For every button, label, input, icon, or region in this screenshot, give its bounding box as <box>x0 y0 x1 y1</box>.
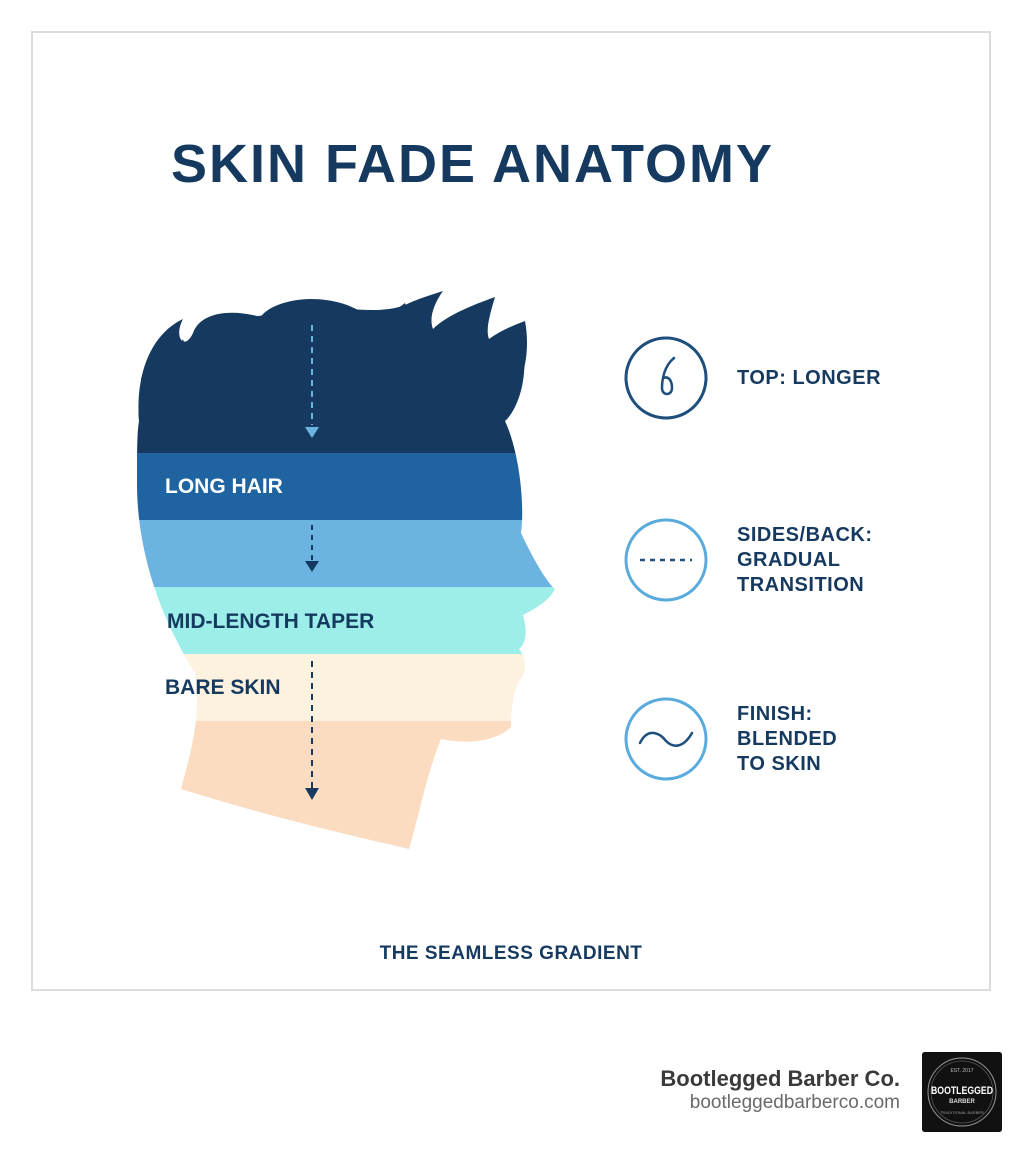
page-title: SKIN FADE ANATOMY <box>171 134 775 194</box>
svg-text:EST. 2017: EST. 2017 <box>950 1068 973 1074</box>
hair-spikes <box>138 291 528 425</box>
svg-text:TRADITIONAL BARBER: TRADITIONAL BARBER <box>940 1110 984 1115</box>
legend-sides: SIDES/BACK: GRADUAL TRANSITION <box>624 518 873 602</box>
legend-top-text: TOP: LONGER <box>737 366 882 389</box>
label-long-hair: LONG HAIR <box>165 475 283 498</box>
brand-logo: EST. 2017 BOOTLEGGED BARBER TRADITIONAL … <box>922 1052 1002 1132</box>
hair-strand-icon <box>624 336 708 420</box>
head-fade-diagram: LONG HAIR MID-LENGTH TAPER BARE SKIN <box>137 291 555 849</box>
legend-top: TOP: LONGER <box>624 336 881 420</box>
wave-icon <box>624 697 708 781</box>
svg-text:BOOTLEGGED: BOOTLEGGED <box>931 1085 993 1097</box>
arrow-bottom-head <box>305 788 319 800</box>
label-mid-length-taper: MID-LENGTH TAPER <box>167 610 374 633</box>
dashed-line-icon <box>624 518 708 602</box>
legend-finish: FINISH: BLENDED TO SKIN <box>624 697 837 781</box>
label-bare-skin: BARE SKIN <box>165 676 281 699</box>
arrow-mid-head <box>305 561 319 572</box>
brand-url[interactable]: bootleggedbarberco.com <box>689 1092 900 1113</box>
caption: THE SEAMLESS GRADIENT <box>379 943 643 964</box>
brand-block: Bootlegged Barber Co. bootleggedbarberco… <box>660 1066 900 1114</box>
brand-name: Bootlegged Barber Co. <box>660 1066 900 1091</box>
legend-sides-text: SIDES/BACK: GRADUAL TRANSITION <box>737 523 873 596</box>
svg-text:BARBER: BARBER <box>949 1099 975 1105</box>
legend-finish-text: FINISH: BLENDED TO SKIN <box>737 702 838 775</box>
arrow-top-head <box>305 427 319 438</box>
infographic-card: SKIN FADE ANATOMY <box>31 31 991 991</box>
